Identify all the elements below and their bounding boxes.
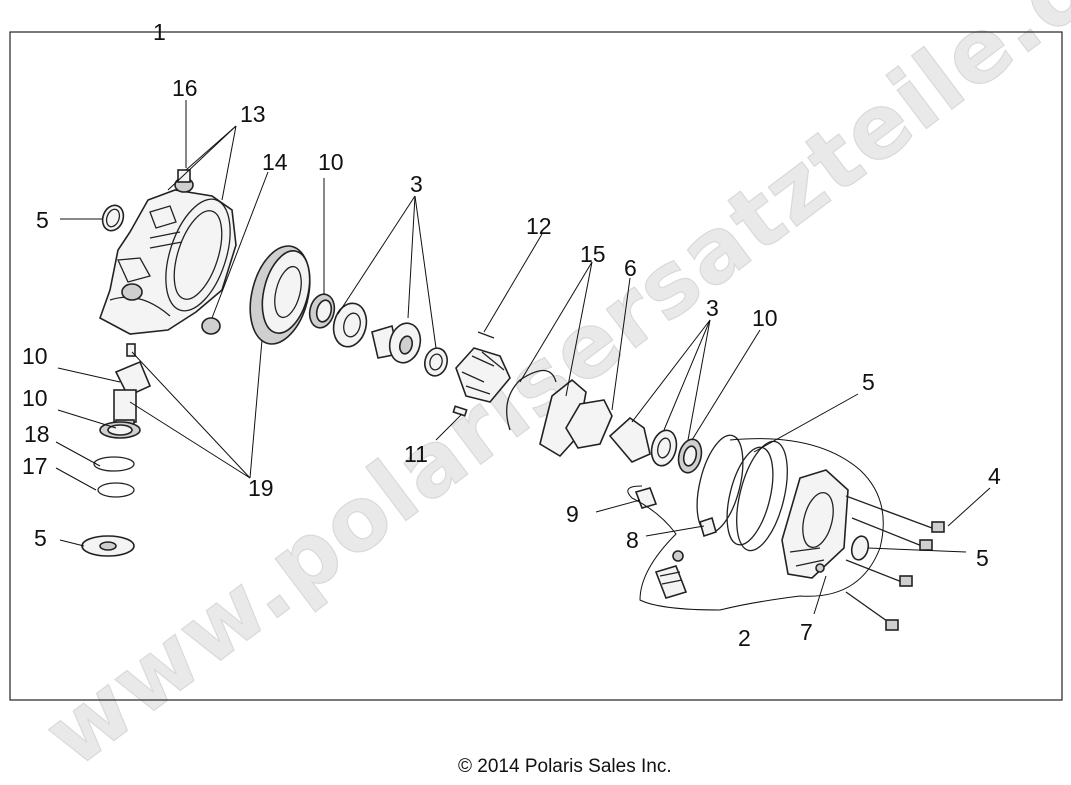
- callout-9: 9: [566, 501, 579, 527]
- callout-5-washer: 5: [34, 525, 47, 551]
- callouts: 1 16 13 14 5 10 3 12 15 6 3 10 10 10 18 …: [22, 19, 1001, 651]
- cover-bolts: [845, 495, 945, 631]
- leader-lines: [55, 100, 991, 615]
- callout-19: 19: [248, 475, 274, 501]
- harness-outline: [627, 438, 884, 611]
- callout-15: 15: [580, 241, 606, 267]
- callout-11: 11: [404, 441, 428, 467]
- callout-10-left-b: 10: [22, 385, 48, 411]
- callout-5-seal: 5: [976, 545, 989, 571]
- small-bushing: [424, 347, 448, 377]
- callout-4: 4: [988, 463, 1001, 489]
- callout-1: 1: [153, 19, 166, 45]
- o-rings: [696, 434, 788, 552]
- diagram-frame: [9, 31, 1063, 701]
- pin-12: [477, 331, 495, 339]
- callout-16: 16: [172, 75, 198, 101]
- gearcase-cover: [781, 469, 849, 579]
- callout-6: 6: [624, 255, 637, 281]
- callout-10-top: 10: [318, 149, 344, 175]
- callout-17: 17: [22, 453, 48, 479]
- callout-14: 14: [262, 149, 288, 175]
- copyright-notice: © 2014 Polaris Sales Inc.: [458, 756, 672, 777]
- callout-5-housing: 5: [36, 207, 49, 233]
- vent-plug: [174, 169, 194, 193]
- callout-2: 2: [738, 625, 751, 651]
- bearing-top: [308, 293, 336, 329]
- pin-11: [452, 405, 468, 417]
- gearcase-housing: [99, 189, 237, 335]
- gasket: [565, 399, 613, 449]
- shim-17: [93, 456, 135, 498]
- watermark: www.polarisersatzteile.de: [25, 0, 1071, 785]
- output-hub: [608, 416, 678, 467]
- callout-5-cover: 5: [862, 369, 875, 395]
- callout-7: 7: [800, 619, 813, 645]
- thrust-washer: [81, 535, 135, 557]
- callout-3-right: 3: [706, 295, 719, 321]
- callout-13: 13: [240, 101, 266, 127]
- spacer-ring: [332, 302, 368, 348]
- hub-sleeve: [371, 322, 422, 364]
- pinion-shaft: [113, 343, 152, 435]
- seal-right: [850, 535, 870, 561]
- ring-gear: [249, 245, 311, 345]
- callout-18: 18: [24, 421, 50, 447]
- callout-8: 8: [626, 527, 639, 553]
- callout-10-right: 10: [752, 305, 778, 331]
- roller-cage: [455, 347, 511, 403]
- bearing-right: [677, 438, 703, 474]
- callout-3-top: 3: [410, 171, 423, 197]
- svg-text:www.polarisersatzteile.de: www.polarisersatzteile.de: [26, 0, 1071, 785]
- drain-plug: [201, 317, 221, 335]
- callout-12: 12: [526, 213, 552, 239]
- seal-left: [101, 204, 125, 232]
- callout-10-left-a: 10: [22, 343, 48, 369]
